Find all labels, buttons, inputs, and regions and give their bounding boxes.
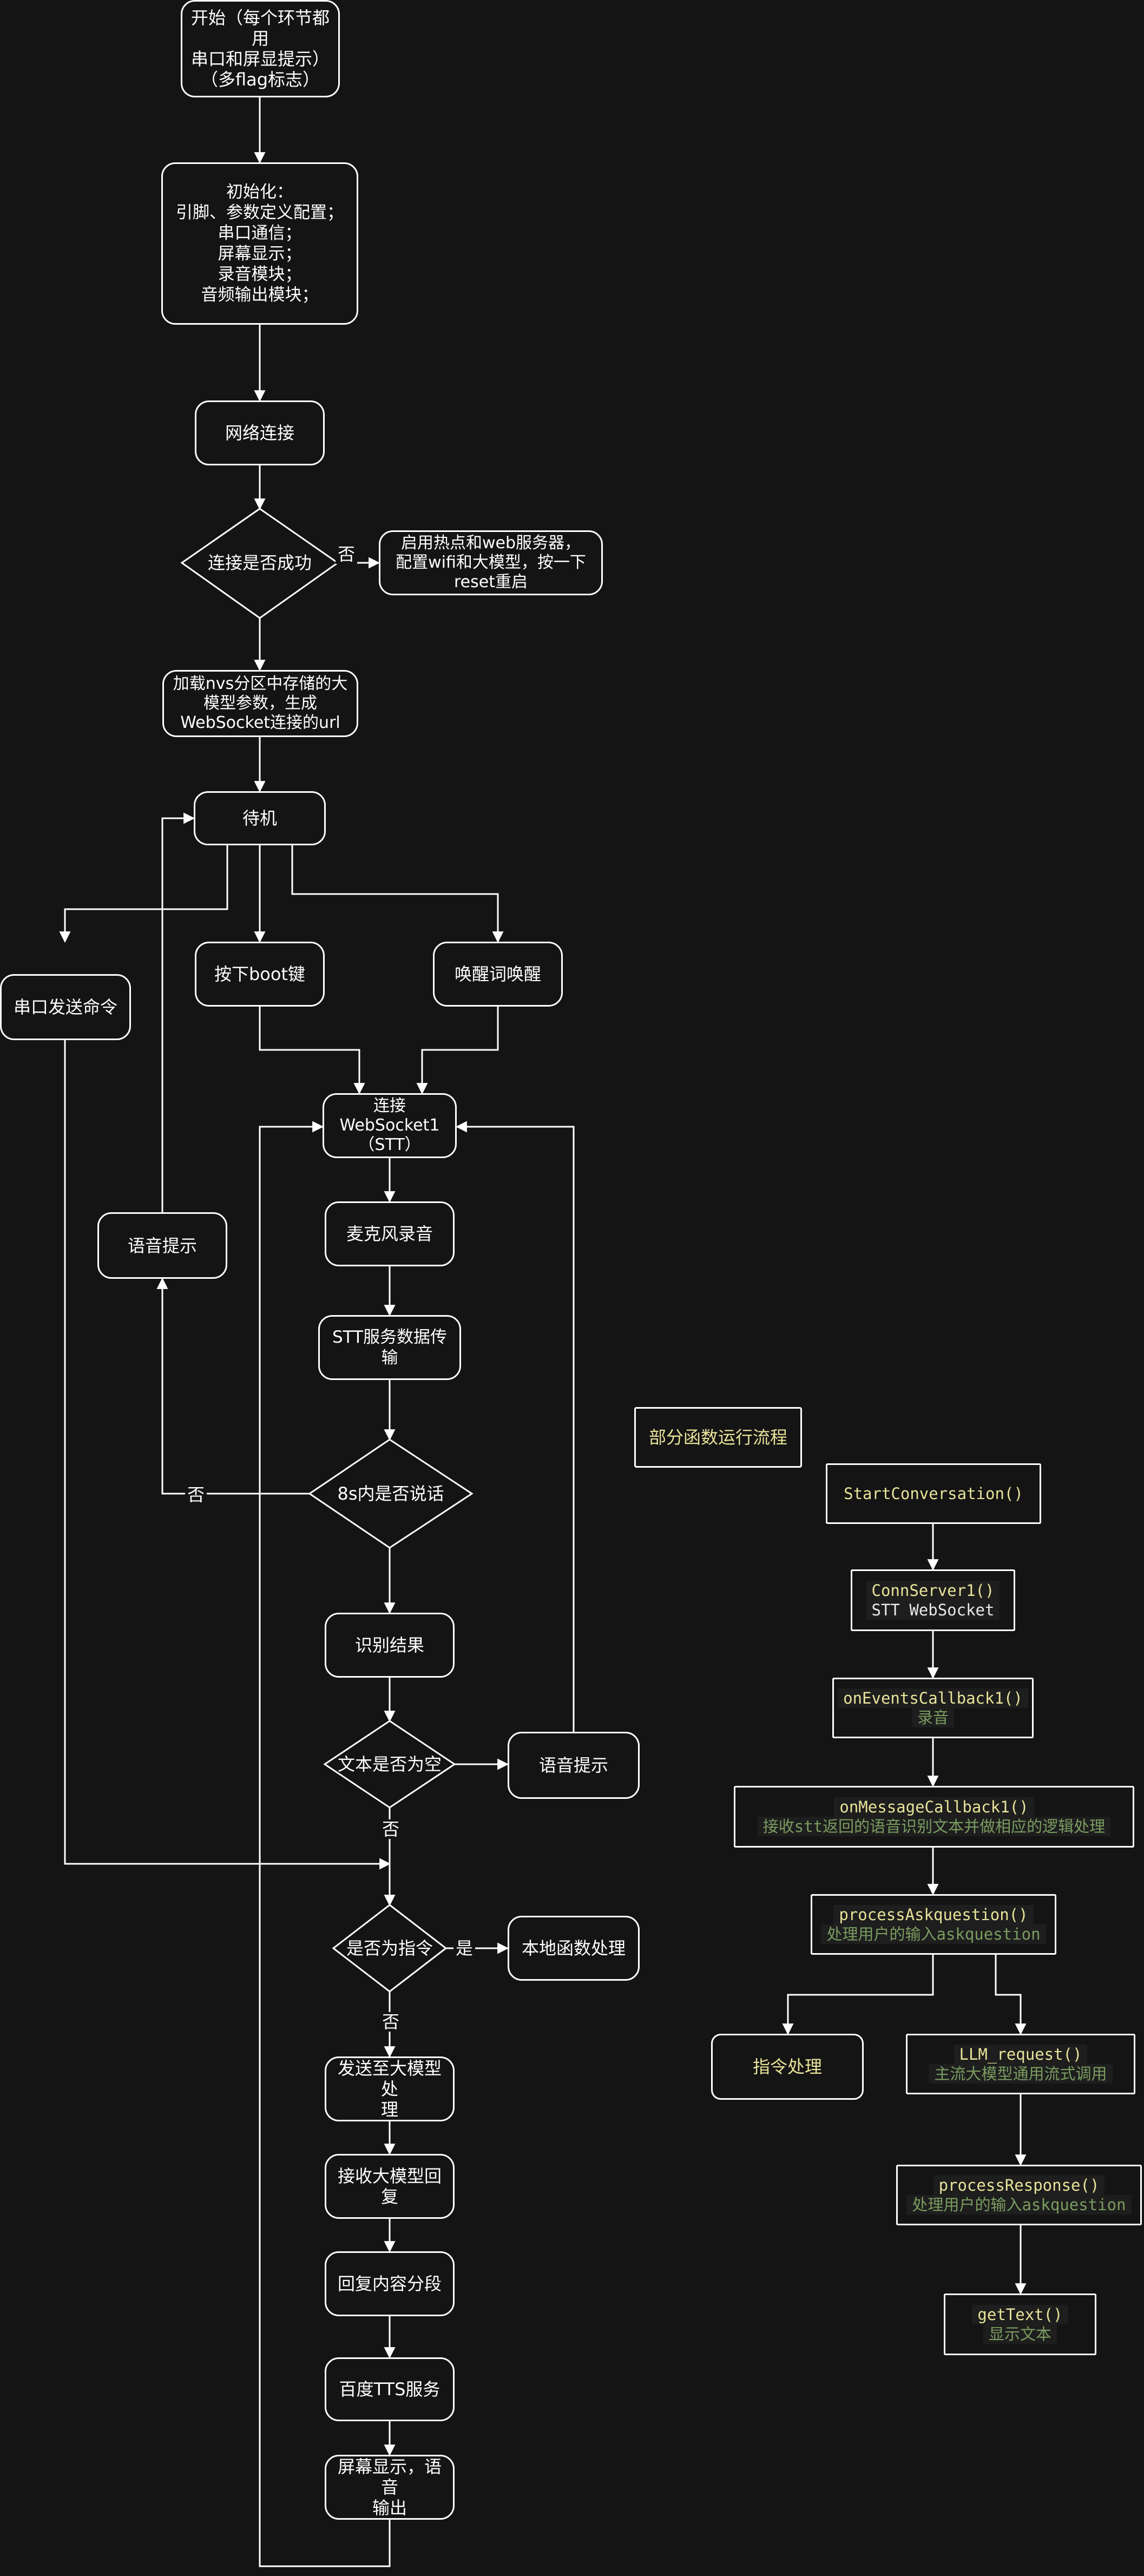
load-nvs-node: 加载nvs分区中存储的大 模型参数，生成 WebSocket连接的url <box>162 670 358 737</box>
fn-on-message-desc: 接收stt返回的语音识别文本并做相应的逻辑处理 <box>757 1817 1111 1836</box>
edge-check-hint-left <box>156 1277 310 1495</box>
hotspot-node: 启用热点和web服务器， 配置wifi和大模型，按一下 reset重启 <box>379 530 603 595</box>
mic-record-node: 麦克风录音 <box>325 1201 455 1266</box>
local-func-node: 本地函数处理 <box>508 1916 640 1981</box>
fn-on-events-desc: 录音 <box>911 1708 954 1727</box>
fn-start-conversation-name: StartConversation() <box>844 1484 1023 1503</box>
fn-get-text-name: getText() <box>972 2305 1068 2324</box>
func-flow-title-text: 部分函数运行流程 <box>648 1427 787 1448</box>
fn-process-ask-desc: 处理用户的输入askquestion <box>821 1924 1046 1944</box>
edge-standby-serial <box>59 845 228 943</box>
baidu-tts-node: 百度TTS服务 <box>325 2357 455 2421</box>
edge-fn-process-llm <box>995 1955 1027 2035</box>
fn-on-events: onEventsCallback1() 录音 <box>832 1678 1034 1738</box>
fn-conn-server-desc: STT WebSocket <box>866 1600 1000 1620</box>
edge-wake-ws <box>416 1007 499 1095</box>
diamond-is-command <box>332 1904 448 1993</box>
init-node: 初始化： 引脚、参数定义配置； 串口通信； 屏幕显示； 录音模块； 音频输出模块… <box>161 162 358 325</box>
fn-conn-server-name: ConnServer1() <box>866 1581 1000 1600</box>
is-command-label: 是否为指令 <box>346 1938 433 1959</box>
fn-get-text: getText() 显示文本 <box>944 2294 1096 2355</box>
send-llm-node: 发送至大模型处 理 <box>325 2056 455 2121</box>
stt-transfer-node: STT服务数据传输 <box>318 1315 461 1380</box>
edge-label-not-empty: 否 <box>380 1819 402 1839</box>
fn-process-response-name: processResponse() <box>933 2176 1105 2195</box>
fn-get-text-desc: 显示文本 <box>983 2324 1057 2344</box>
edge-standby-wake <box>291 845 504 943</box>
fn-process-ask-name: processAskquestion() <box>833 1905 1034 1924</box>
edge-boot-ws <box>259 1007 365 1095</box>
edge-fn-process-command <box>782 1955 934 2035</box>
diamond-network-check <box>180 508 339 619</box>
fn-on-events-name: onEventsCallback1() <box>838 1688 1028 1708</box>
edge-label-not-command: 否 <box>380 2012 402 2032</box>
wake-word-node: 唤醒词唤醒 <box>433 942 563 1007</box>
edge-hint-right-ws <box>455 1121 575 1732</box>
edge-output-loop <box>259 1121 391 2567</box>
segment-node: 回复内容分段 <box>325 2251 455 2316</box>
network-check-label: 连接是否成功 <box>207 553 312 573</box>
fn-llm-request: LLM_request() 主流大模型通用流式调用 <box>906 2034 1135 2094</box>
fn-start-conversation: StartConversation() <box>826 1463 1041 1524</box>
standby-node: 待机 <box>194 791 326 845</box>
voice-hint-left-node: 语音提示 <box>97 1212 227 1279</box>
fn-on-message-name: onMessageCallback1() <box>834 1797 1034 1817</box>
fn-command-handle-text: 指令处理 <box>752 2056 822 2077</box>
connect-ws-node: 连接 WebSocket1 （STT） <box>323 1093 457 1158</box>
edge-label-no-speech: 否 <box>185 1485 207 1504</box>
fn-on-message: onMessageCallback1() 接收stt返回的语音识别文本并做相应的… <box>734 1786 1134 1848</box>
fn-llm-request-name: LLM_request() <box>954 2045 1088 2064</box>
edge-hint-left-standby <box>161 812 195 1212</box>
recv-llm-node: 接收大模型回复 <box>325 2154 455 2219</box>
network-node: 网络连接 <box>195 400 325 465</box>
serial-cmd-node: 串口发送命令 <box>0 974 131 1040</box>
fn-command-handle: 指令处理 <box>711 2034 864 2100</box>
text-empty-label: 文本是否为空 <box>337 1754 442 1775</box>
fn-process-response-desc: 处理用户的输入askquestion <box>906 2195 1132 2214</box>
edge-serial-command <box>64 1040 391 1870</box>
fn-process-ask: processAskquestion() 处理用户的输入askquestion <box>811 1894 1056 1955</box>
edge-label-is-command: 是 <box>453 1938 476 1958</box>
recognize-result-node: 识别结果 <box>325 1613 455 1678</box>
fn-llm-request-desc: 主流大模型通用流式调用 <box>929 2064 1113 2084</box>
speech-check-label: 8s内是否说话 <box>337 1483 444 1504</box>
fn-process-response: processResponse() 处理用户的输入askquestion <box>896 2165 1142 2225</box>
output-node: 屏幕显示，语音 输出 <box>325 2455 455 2520</box>
fn-conn-server: ConnServer1() STT WebSocket <box>851 1569 1015 1631</box>
func-flow-title: 部分函数运行流程 <box>634 1407 802 1468</box>
boot-key-node: 按下boot键 <box>195 942 325 1007</box>
start-node: 开始（每个环节都用 串口和屏显提示） （多flag标志） <box>181 0 340 97</box>
voice-hint-right-node: 语音提示 <box>508 1732 640 1799</box>
diamond-text-empty <box>323 1720 456 1809</box>
diamond-speech-check <box>308 1438 474 1549</box>
edge-label-no-network: 否 <box>336 544 358 564</box>
